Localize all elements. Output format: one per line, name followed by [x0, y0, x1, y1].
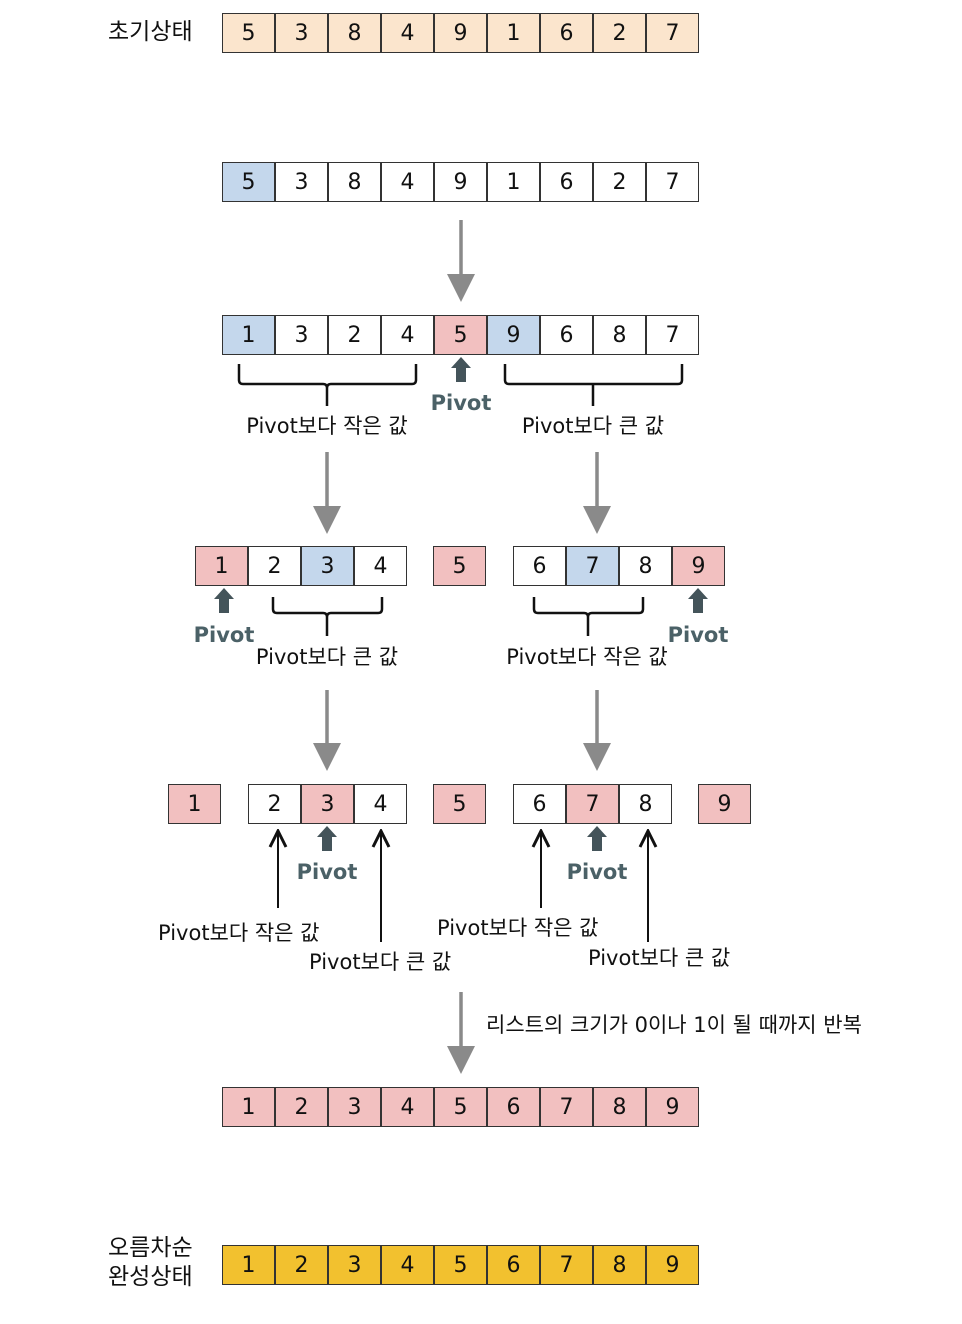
final-state-cell: 8 [593, 1245, 646, 1285]
sorted-result-cell: 7 [540, 1087, 593, 1127]
partition-1-cell: 8 [593, 315, 646, 355]
choose-pivot-cell: 3 [275, 162, 328, 202]
larger-label: Pivot보다 큰 값 [521, 414, 665, 438]
choose-pivot-cell: 2 [593, 162, 646, 202]
final-state-cell: 1 [222, 1245, 275, 1285]
partition-1-cell: 5 [434, 315, 487, 355]
pivot-label: Pivot [566, 860, 628, 884]
smaller-label: Pivot보다 작은 값 [158, 921, 320, 945]
partition-3-cell: 2 [248, 784, 301, 824]
partition-1-cell: 2 [328, 315, 381, 355]
choose-pivot-cell: 8 [328, 162, 381, 202]
partition-2-cell: 9 [672, 546, 725, 586]
partition-1-cell: 9 [487, 315, 540, 355]
choose-pivot-cell: 9 [434, 162, 487, 202]
pivot-arrow-icon [451, 357, 471, 382]
smaller-label: Pivot보다 작은 값 [506, 645, 668, 669]
partition-2-cell: 3 [301, 546, 354, 586]
initial-state-cell: 1 [487, 13, 540, 53]
initial-state-cell: 3 [275, 13, 328, 53]
sorted-result-cell: 1 [222, 1087, 275, 1127]
sorted-result-cell: 5 [434, 1087, 487, 1127]
brace [271, 597, 384, 636]
pivot-label: Pivot [193, 623, 255, 647]
partition-3-cell: 5 [433, 784, 486, 824]
final-state-cell: 2 [275, 1245, 328, 1285]
partition-3-cell: 6 [513, 784, 566, 824]
final-state-cell: 6 [487, 1245, 540, 1285]
smaller-label: Pivot보다 작은 값 [437, 916, 599, 940]
initial-state-cell: 4 [381, 13, 434, 53]
partition-3-cell: 4 [354, 784, 407, 824]
pivot-label: Pivot [296, 860, 358, 884]
sorted-result-cell: 3 [328, 1087, 381, 1127]
partition-2-cell: 8 [619, 546, 672, 586]
partition-3-cell: 3 [301, 784, 354, 824]
choose-pivot-cell: 7 [646, 162, 699, 202]
partition-1-cell: 4 [381, 315, 434, 355]
larger-label: Pivot보다 큰 값 [309, 950, 452, 974]
pivot-arrow-icon [317, 826, 337, 851]
partition-2-cell: 4 [354, 546, 407, 586]
pivot-arrow-icon [688, 588, 708, 613]
initial-state-cell: 5 [222, 13, 275, 53]
pivot-arrow-icon [214, 588, 234, 613]
sorted-result-cell: 6 [487, 1087, 540, 1127]
brace [503, 364, 684, 406]
partition-1-cell: 6 [540, 315, 593, 355]
choose-pivot-cell: 4 [381, 162, 434, 202]
partition-1-cell: 7 [646, 315, 699, 355]
partition-2-cell: 6 [513, 546, 566, 586]
partition-1-cell: 3 [275, 315, 328, 355]
partition-3-cell: 7 [566, 784, 619, 824]
label-final-line2: 완성상태 [108, 1264, 193, 1290]
sorted-result-cell: 2 [275, 1087, 328, 1127]
partition-2-cell: 1 [195, 546, 248, 586]
final-state-cell: 7 [540, 1245, 593, 1285]
choose-pivot-cell: 1 [487, 162, 540, 202]
label-final-line1: 오름차순 [108, 1235, 193, 1261]
final-state-cell: 3 [328, 1245, 381, 1285]
final-state-cell: 4 [381, 1245, 434, 1285]
partition-3-cell: 1 [168, 784, 221, 824]
sorted-result-cell: 4 [381, 1087, 434, 1127]
smaller-label: Pivot보다 작은 값 [246, 414, 408, 438]
choose-pivot-cell: 5 [222, 162, 275, 202]
partition-2-cell: 2 [248, 546, 301, 586]
pivot-arrow-icon [587, 826, 607, 851]
partition-2-cell: 5 [433, 546, 486, 586]
partition-3-cell: 8 [619, 784, 672, 824]
label-initial-state: 초기상태 [108, 19, 193, 45]
partition-3-cell: 9 [698, 784, 751, 824]
initial-state-cell: 7 [646, 13, 699, 53]
brace [237, 364, 418, 406]
repeat-note: 리스트의 크기가 0이나 1이 될 때까지 반복 [486, 1013, 862, 1037]
choose-pivot-cell: 6 [540, 162, 593, 202]
sorted-result-cell: 9 [646, 1087, 699, 1127]
initial-state-cell: 9 [434, 13, 487, 53]
initial-state-cell: 6 [540, 13, 593, 53]
sorted-result-cell: 8 [593, 1087, 646, 1127]
larger-label: Pivot보다 큰 값 [588, 946, 731, 970]
larger-label: Pivot보다 큰 값 [255, 645, 399, 669]
brace [532, 597, 645, 636]
pivot-label: Pivot [430, 391, 492, 415]
initial-state-cell: 2 [593, 13, 646, 53]
final-state-cell: 5 [434, 1245, 487, 1285]
partition-1-cell: 1 [222, 315, 275, 355]
partition-2-cell: 7 [566, 546, 619, 586]
initial-state-cell: 8 [328, 13, 381, 53]
final-state-cell: 9 [646, 1245, 699, 1285]
pivot-label: Pivot [667, 623, 729, 647]
